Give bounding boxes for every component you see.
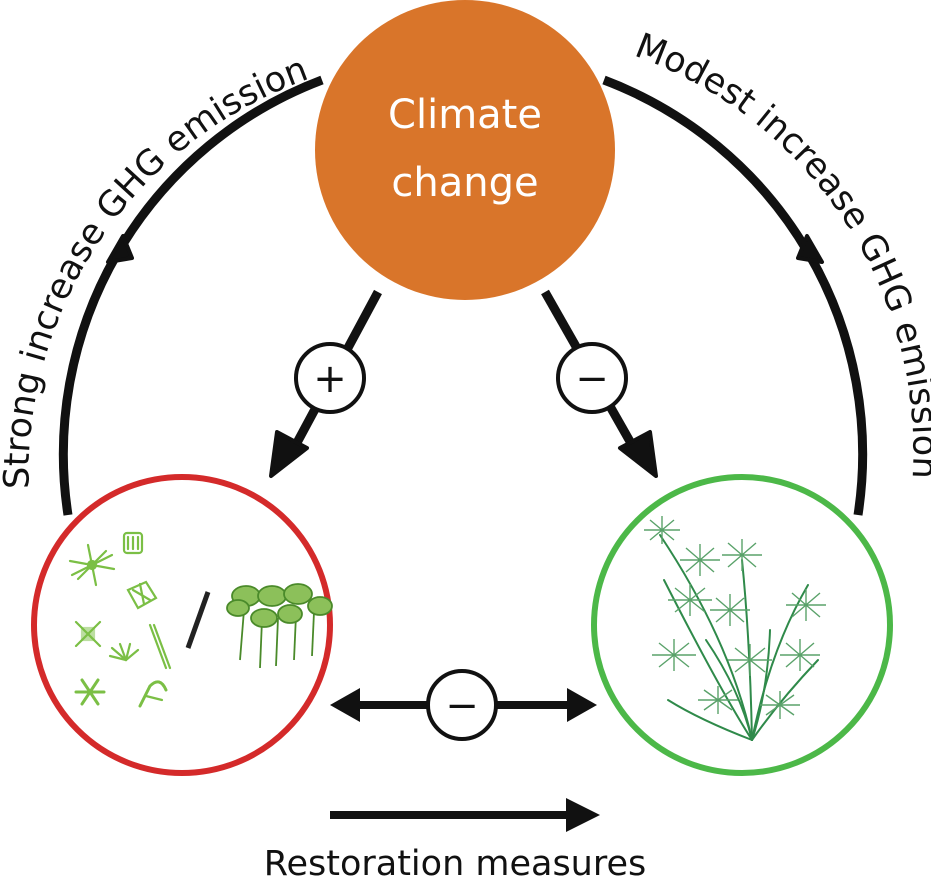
left-arc-arrowhead bbox=[106, 234, 134, 264]
mutual-arrowhead-left bbox=[330, 688, 360, 722]
climate-change-node bbox=[315, 0, 615, 300]
left-influence-arrowhead bbox=[269, 430, 309, 478]
plus-sign-circle bbox=[294, 342, 366, 414]
climate-change-label-line1: Climate bbox=[388, 92, 542, 138]
turbid-state-circle bbox=[31, 474, 333, 776]
clear-state-circle bbox=[591, 474, 893, 776]
right-arc-arrowhead bbox=[796, 234, 824, 264]
floating-plants bbox=[226, 583, 333, 669]
divider-bar bbox=[185, 591, 211, 649]
macrophyte-whorls bbox=[644, 516, 826, 719]
minus-sign-circle-middle bbox=[426, 669, 498, 741]
climate-change-label-line2: change bbox=[391, 160, 538, 206]
right-arc-label: Modest increase GHG emission bbox=[630, 26, 931, 479]
mutual-arrowhead-right bbox=[567, 688, 597, 722]
right-influence-arrowhead bbox=[618, 430, 658, 478]
minus-sign-middle: − bbox=[445, 683, 479, 729]
left-arc-label: Strong increase GHG emission bbox=[0, 49, 313, 489]
phytoplankton-and-floating-plants-icon bbox=[68, 531, 172, 708]
plus-sign: + bbox=[313, 356, 347, 402]
minus-sign-right: − bbox=[575, 356, 609, 402]
restoration-arrowhead bbox=[566, 798, 600, 832]
restoration-measures-label: Restoration measures bbox=[264, 844, 647, 884]
minus-sign-circle-right bbox=[556, 342, 628, 414]
